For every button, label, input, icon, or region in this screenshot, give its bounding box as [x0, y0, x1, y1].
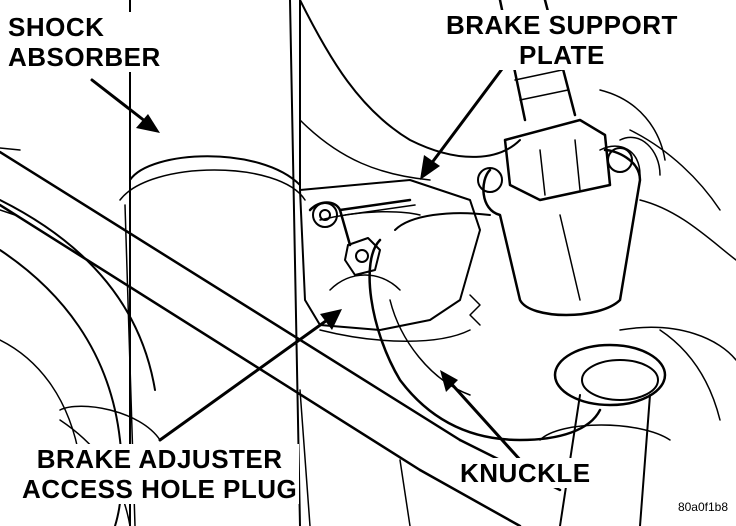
label-brake-adjuster-access-hole-plug: BRAKE ADJUSTER ACCESS HOLE PLUG: [20, 444, 300, 504]
label-brake-support-plate-line1: BRAKE SUPPORT: [446, 10, 678, 40]
label-knuckle: KNUCKLE: [458, 458, 593, 488]
label-brake-adjuster-line1: BRAKE ADJUSTER: [36, 444, 283, 474]
figure-id: 80a0f1b8: [677, 500, 728, 514]
label-shock-absorber-line2: ABSORBER: [8, 42, 161, 72]
label-brake-support-plate: BRAKE SUPPORT PLATE: [444, 10, 680, 70]
label-shock-absorber: SHOCK ABSORBER: [6, 12, 163, 72]
label-brake-support-plate-line2: PLATE: [519, 40, 605, 70]
label-brake-adjuster-line2: ACCESS HOLE PLUG: [22, 474, 298, 504]
label-shock-absorber-line1: SHOCK: [8, 12, 105, 42]
